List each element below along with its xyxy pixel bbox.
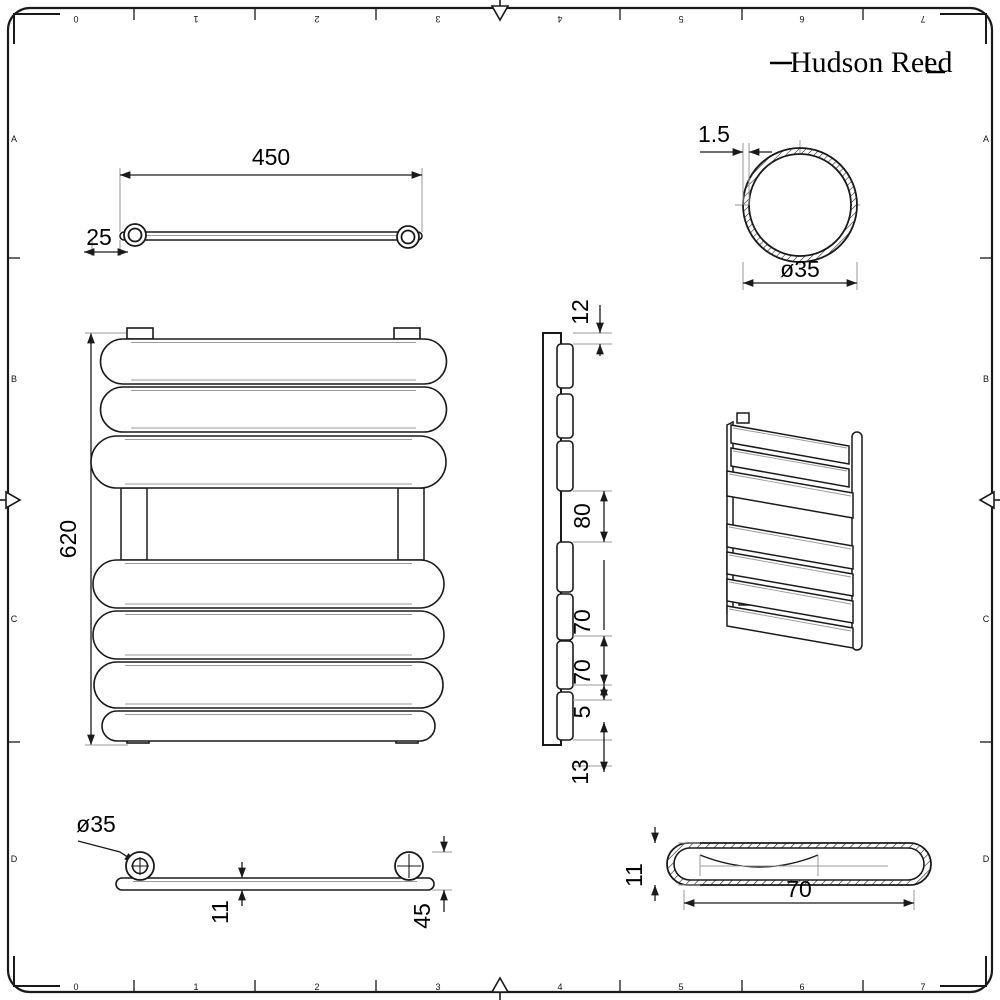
svg-text:5: 5 (678, 982, 683, 992)
svg-text:3: 3 (435, 14, 440, 24)
center-marker-left-icon (0, 490, 22, 510)
sheet-frame (6, 6, 994, 994)
dim-wall-1-5: 1.5 (698, 121, 772, 205)
svg-text:4: 4 (557, 14, 562, 24)
dim-80: 80 (569, 491, 608, 542)
dim-620: 620 (55, 332, 128, 746)
center-marker-top-icon (490, 0, 510, 22)
front-bar-2 (99, 386, 448, 433)
svg-text:A: A (11, 134, 17, 144)
dim-45: 45 (409, 836, 452, 929)
svg-text:2: 2 (314, 14, 319, 24)
tube-cross-section: 1.5 ø35 (698, 121, 865, 290)
svg-text:0: 0 (73, 14, 78, 24)
ruler-bottom (133, 980, 864, 992)
front-bar-6 (93, 661, 444, 709)
svg-text:11: 11 (621, 863, 647, 887)
front-bar-4 (92, 559, 445, 609)
front-bar-3 (90, 435, 447, 489)
svg-text:45: 45 (409, 903, 435, 929)
svg-text:70: 70 (786, 876, 812, 902)
svg-text:0: 0 (73, 982, 78, 992)
side-elevation-view: 12 80 70 70 5 13 (542, 299, 612, 785)
front-bar-1 (99, 338, 448, 385)
svg-text:1.5: 1.5 (698, 121, 730, 147)
svg-text:Hudson Reed: Hudson Reed (790, 46, 952, 79)
svg-text:6: 6 (799, 982, 804, 992)
svg-text:2: 2 (314, 982, 319, 992)
svg-text:1: 1 (193, 982, 198, 992)
svg-text:25: 25 (86, 224, 112, 250)
dim-70-lower: 70 (569, 636, 608, 685)
side-bars (556, 343, 574, 741)
svg-text:80: 80 (569, 503, 595, 529)
dim-5: 5 (569, 685, 608, 719)
bottom-plan-view: ø35 11 45 (76, 811, 452, 929)
svg-text:ø35: ø35 (76, 811, 116, 837)
dim-diameter-35: ø35 (742, 256, 858, 290)
label-diameter-35: ø35 (76, 811, 136, 863)
front-bar-5 (92, 610, 445, 660)
ruler-right-labels: A B C D (983, 134, 990, 864)
ruler-top (133, 8, 864, 20)
svg-text:ø35: ø35 (780, 256, 820, 282)
top-plan-view: 450 25 (84, 144, 423, 256)
svg-text:C: C (983, 614, 990, 624)
svg-text:12: 12 (567, 299, 593, 325)
svg-text:7: 7 (920, 982, 925, 992)
svg-text:6: 6 (799, 14, 804, 24)
svg-text:13: 13 (567, 759, 593, 785)
center-marker-bottom-icon (490, 976, 510, 1000)
dim-450: 450 (120, 144, 422, 179)
dim-70-bar: 70 (683, 876, 915, 910)
boss-right-bottom (394, 851, 424, 881)
svg-text:70: 70 (569, 609, 595, 635)
dim-12: 12 (567, 299, 604, 356)
front-bar-7 (101, 710, 436, 742)
front-bars (90, 338, 448, 742)
ruler-right (980, 257, 992, 743)
svg-text:4: 4 (557, 982, 562, 992)
ruler-top-labels: 0 1 2 3 4 5 6 7 (73, 14, 925, 24)
svg-text:D: D (983, 854, 990, 864)
iso-bars (726, 424, 854, 649)
svg-text:5: 5 (678, 14, 683, 24)
svg-text:D: D (11, 854, 18, 864)
isometric-view (726, 412, 863, 651)
svg-text:5: 5 (569, 706, 595, 719)
ruler-left (8, 257, 20, 743)
dim-13: 13 (567, 722, 608, 785)
bar-cross-section: 11 70 (621, 827, 932, 910)
dim-11-rail: 11 (207, 862, 246, 924)
ruler-bottom-labels: 0 1 2 3 4 5 6 7 (73, 982, 925, 992)
dim-70-upper: 70 (569, 560, 605, 635)
dim-25: 25 (84, 224, 128, 256)
svg-text:3: 3 (435, 982, 440, 992)
ruler-left-labels: A B C D (11, 134, 18, 864)
svg-text:450: 450 (252, 144, 290, 170)
svg-text:7: 7 (920, 14, 925, 24)
svg-text:620: 620 (55, 520, 81, 558)
svg-text:70: 70 (569, 659, 595, 685)
dim-11-bar: 11 (621, 827, 700, 901)
svg-text:C: C (11, 614, 18, 624)
svg-text:1: 1 (193, 14, 198, 24)
front-elevation-view: 620 (55, 327, 448, 746)
svg-text:B: B (983, 374, 989, 384)
boss-left-bottom (125, 851, 155, 881)
brand-logo: Hudson Reed (770, 46, 952, 79)
svg-text:A: A (983, 134, 989, 144)
svg-text:11: 11 (207, 900, 233, 924)
center-marker-right-icon (978, 490, 1000, 510)
svg-text:B: B (11, 374, 17, 384)
